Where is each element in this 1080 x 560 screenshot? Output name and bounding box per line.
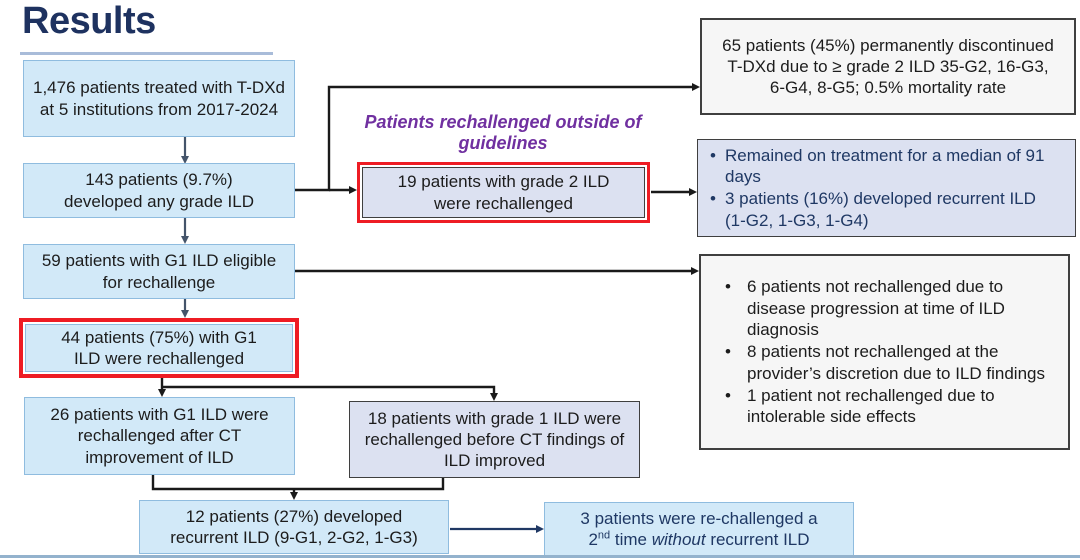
bullet-item: Remained on treatment for a median of 91…: [708, 145, 1049, 189]
box-grade2-rechallenged-inner: 19 patients with grade 2 ILD were rechal…: [362, 167, 645, 218]
box-not-rechallenged-reasons: 6 patients not rechallenged due to disea…: [699, 254, 1070, 450]
box-rechallenged-g1-inner: 44 patients (75%) with G1 ILD were recha…: [25, 324, 293, 372]
second-rechallenge-italic-word: without: [651, 530, 706, 549]
box-rechallenged-g1-highlighted: 44 patients (75%) with G1 ILD were recha…: [19, 318, 299, 378]
box-recurrent-ild: 12 patients (27%) developed recurrent IL…: [139, 500, 449, 554]
second-rechallenge-ordinal: nd: [597, 529, 611, 542]
box-rechallenged-before-ct-text: 18 patients with grade 1 ILD were rechal…: [364, 408, 625, 471]
arrow-rechallenged-g1-to-before-ct: [161, 385, 498, 401]
box-grade2-outcomes: Remained on treatment for a median of 91…: [697, 139, 1076, 237]
box-second-rechallenge-text: 3 patients were re-challenged a 2nd time…: [580, 508, 817, 550]
box-rechallenged-after-ct-text: 26 patients with G1 ILD were rechallenge…: [50, 405, 269, 467]
box-treated-patients: 1,476 patients treated with T-DXd at 5 i…: [23, 60, 295, 137]
second-rechallenge-end: recurrent ILD: [705, 530, 810, 549]
second-rechallenge-line1: 3 patients were re-challenged a: [580, 508, 818, 528]
box-recurrent-ild-text: 12 patients (27%) developed recurrent IL…: [170, 506, 418, 547]
page-title: Results: [22, 0, 156, 42]
box-discontinued: 65 patients (45%) permanently discontinu…: [700, 18, 1076, 115]
box-grade2-rechallenged-highlighted: 19 patients with grade 2 ILD were rechal…: [357, 162, 650, 223]
bullet-item: 3 patients (16%) developed recurrent ILD…: [708, 188, 1049, 232]
box-grade2-rechallenged-text: 19 patients with grade 2 ILD were rechal…: [397, 172, 610, 213]
slide-bottom-border: [0, 555, 1080, 558]
bullet-item: 8 patients not rechallenged at the provi…: [721, 341, 1056, 385]
box-rechallenged-before-ct: 18 patients with grade 1 ILD were rechal…: [349, 401, 640, 478]
box-second-rechallenge: 3 patients were re-challenged a 2nd time…: [544, 502, 854, 556]
second-rechallenge-number: 2: [588, 530, 598, 549]
bullet-item: 6 patients not rechallenged due to disea…: [721, 276, 1056, 341]
not-rechallenged-list: 6 patients not rechallenged due to disea…: [701, 276, 1068, 428]
box-developed-ild: 143 patients (9.7%) developed any grade …: [23, 163, 295, 218]
box-discontinued-text: 65 patients (45%) permanently discontinu…: [722, 35, 1054, 98]
box-rechallenged-after-ct: 26 patients with G1 ILD were rechallenge…: [24, 397, 295, 475]
outside-guidelines-label: Patients rechallenged outside of guideli…: [364, 112, 642, 154]
title-underline: [20, 52, 273, 55]
bullet-item: 1 patient not rechallenged due to intole…: [721, 385, 1056, 429]
box-treated-text: 1,476 patients treated with T-DXd at 5 i…: [32, 78, 285, 119]
box-rechallenged-g1-text: 44 patients (75%) with G1 ILD were recha…: [61, 327, 257, 368]
box-eligible-text: 59 patients with G1 ILD eligible for rec…: [41, 251, 277, 292]
grade2-outcomes-list: Remained on treatment for a median of 91…: [698, 145, 1075, 232]
box-developed-text: 143 patients (9.7%) developed any grade …: [64, 170, 254, 211]
box-eligible-rechallenge: 59 patients with G1 ILD eligible for rec…: [23, 244, 295, 299]
second-rechallenge-mid: time: [610, 530, 652, 549]
